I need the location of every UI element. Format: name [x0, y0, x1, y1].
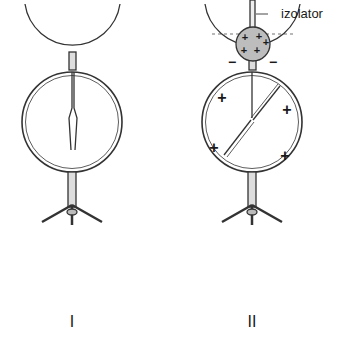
dish	[25, 4, 120, 45]
tripod	[42, 205, 102, 225]
case	[22, 72, 122, 172]
charge-sign: +	[217, 90, 226, 106]
charge-sign: +	[209, 140, 218, 156]
charged-ball	[236, 27, 270, 61]
figure-number: I	[70, 314, 74, 330]
leaf	[74, 72, 77, 150]
insulator-label: izolator	[281, 7, 323, 20]
charge-sign: +	[242, 32, 248, 43]
charge-sign: +	[263, 37, 269, 48]
rod	[69, 52, 76, 70]
leaf	[69, 72, 72, 150]
charge-sign: +	[254, 45, 260, 56]
charge-sign: +	[282, 102, 291, 118]
leaf	[253, 86, 280, 120]
leaf	[227, 122, 254, 157]
stand-knob	[67, 209, 77, 215]
leaf	[224, 120, 251, 155]
rod	[251, 72, 252, 118]
charge-sign: +	[280, 148, 289, 164]
case	[202, 72, 302, 172]
charge-sign: −	[269, 55, 277, 69]
charge-sign: +	[256, 31, 262, 42]
charge-sign: −	[228, 55, 236, 69]
stand-knob	[247, 209, 257, 215]
stand	[68, 172, 76, 207]
leader-line	[256, 14, 268, 15]
charge-sign: +	[241, 45, 247, 56]
insulator-rod	[250, 0, 255, 28]
leaf	[251, 84, 278, 118]
tripod	[222, 205, 282, 225]
stand	[248, 172, 256, 207]
figure-number: II	[248, 314, 257, 330]
